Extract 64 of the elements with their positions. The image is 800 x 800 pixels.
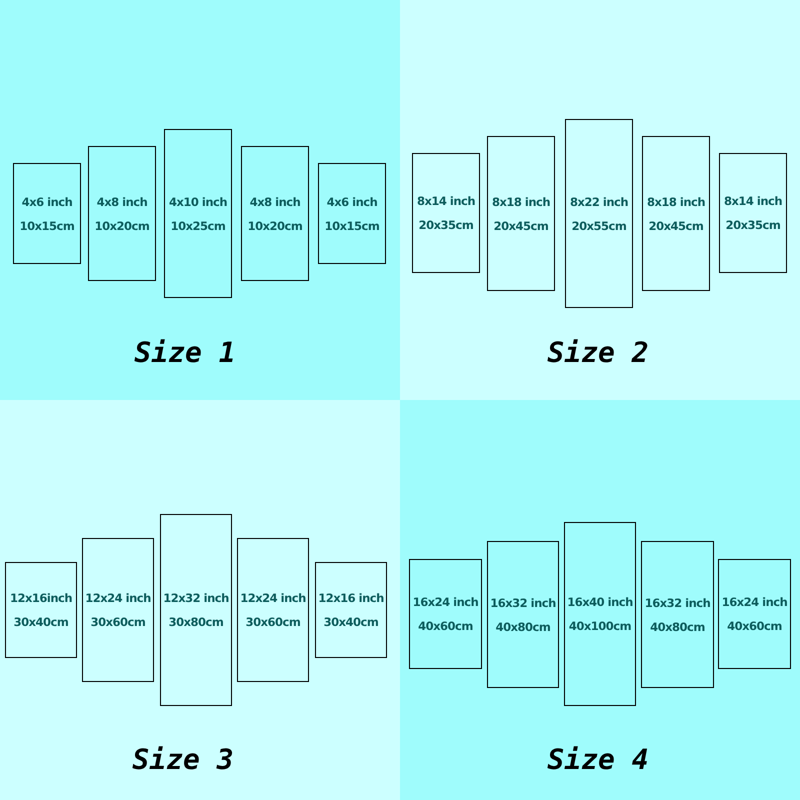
- size-label: 16x40 inch: [567, 594, 633, 611]
- canvas-panel-outline: [318, 163, 386, 264]
- canvas-panel-outline: [88, 146, 156, 281]
- canvas-panel-outline: [164, 129, 232, 298]
- size-label: 40x100cm: [568, 618, 632, 635]
- size-label: 30x80cm: [168, 614, 224, 631]
- size-label: 40x60cm: [727, 618, 782, 635]
- canvas-panel-outline: [641, 541, 714, 688]
- size-heading: Size 3: [132, 743, 234, 776]
- canvas-panel-outline: [241, 146, 309, 281]
- size-label: 12x32 inch: [163, 590, 229, 607]
- size-label: 10x15cm: [20, 218, 74, 234]
- size-label: 8x14 inch: [724, 193, 782, 210]
- canvas-panel-outline: [82, 538, 154, 682]
- size-label: 30x60cm: [246, 614, 300, 631]
- size-heading: Size 4: [547, 743, 649, 776]
- canvas-panel-outline: [160, 514, 232, 706]
- size-label: 12x24 inch: [85, 590, 151, 607]
- size-label: 20x45cm: [648, 218, 704, 234]
- size-label: 40x80cm: [650, 618, 705, 636]
- size-label: 30x60cm: [90, 614, 146, 631]
- canvas-panel-outline: [487, 541, 559, 688]
- size-label: 40x80cm: [496, 618, 550, 636]
- size-label: 10x20cm: [94, 218, 150, 234]
- size-label: 4x6 inch: [22, 194, 72, 210]
- canvas-panel-outline: [642, 136, 710, 291]
- size-label: 12x24 inch: [240, 590, 306, 607]
- canvas-panel-outline: [315, 562, 387, 658]
- canvas-panel-outline: [5, 562, 77, 658]
- size-label: 20x35cm: [726, 217, 780, 234]
- size-label: 10x20cm: [248, 218, 302, 234]
- size-label: 16x32 inch: [644, 594, 710, 612]
- size-label: 8x14 inch: [416, 193, 476, 210]
- size-label: 40x60cm: [418, 618, 473, 635]
- canvas-panel-outline: [412, 153, 480, 273]
- canvas-panel-outline: [719, 153, 787, 273]
- size-label: 20x55cm: [572, 218, 626, 234]
- size-label: 4x8 inch: [96, 194, 148, 210]
- size-heading: Size 2: [547, 336, 649, 369]
- size-label: 4x6 inch: [326, 194, 378, 210]
- canvas-panel-outline: [565, 119, 633, 308]
- size-label: 8x22 inch: [570, 194, 628, 210]
- size-label: 4x8 inch: [250, 194, 300, 210]
- size-label: 16x24 inch: [722, 594, 788, 611]
- canvas-panel-outline: [564, 522, 636, 706]
- size-label: 16x32 inch: [490, 594, 556, 612]
- size-label: 30x40cm: [14, 614, 68, 631]
- size-label: 10x15cm: [324, 218, 380, 234]
- canvas-panel-outline: [409, 559, 482, 669]
- canvas-panel-outline: [718, 559, 791, 669]
- size-label: 30x40cm: [324, 614, 378, 631]
- size-label: 12x16 inch: [318, 590, 384, 607]
- size-label: 4x10 inch: [168, 194, 228, 210]
- canvas-panel-outline: [13, 163, 81, 264]
- size-label: 16x24 inch: [412, 594, 478, 611]
- canvas-panel-outline: [487, 136, 555, 291]
- size-label: 20x45cm: [494, 218, 548, 234]
- size-heading: Size 1: [134, 336, 236, 369]
- size-label: 10x25cm: [170, 218, 226, 234]
- size-label: 20x35cm: [418, 217, 474, 234]
- size-label: 12x16inch: [10, 590, 72, 607]
- canvas-panel-outline: [237, 538, 309, 682]
- size-label: 8x18 inch: [492, 194, 550, 210]
- size-label: 8x18 inch: [646, 194, 706, 210]
